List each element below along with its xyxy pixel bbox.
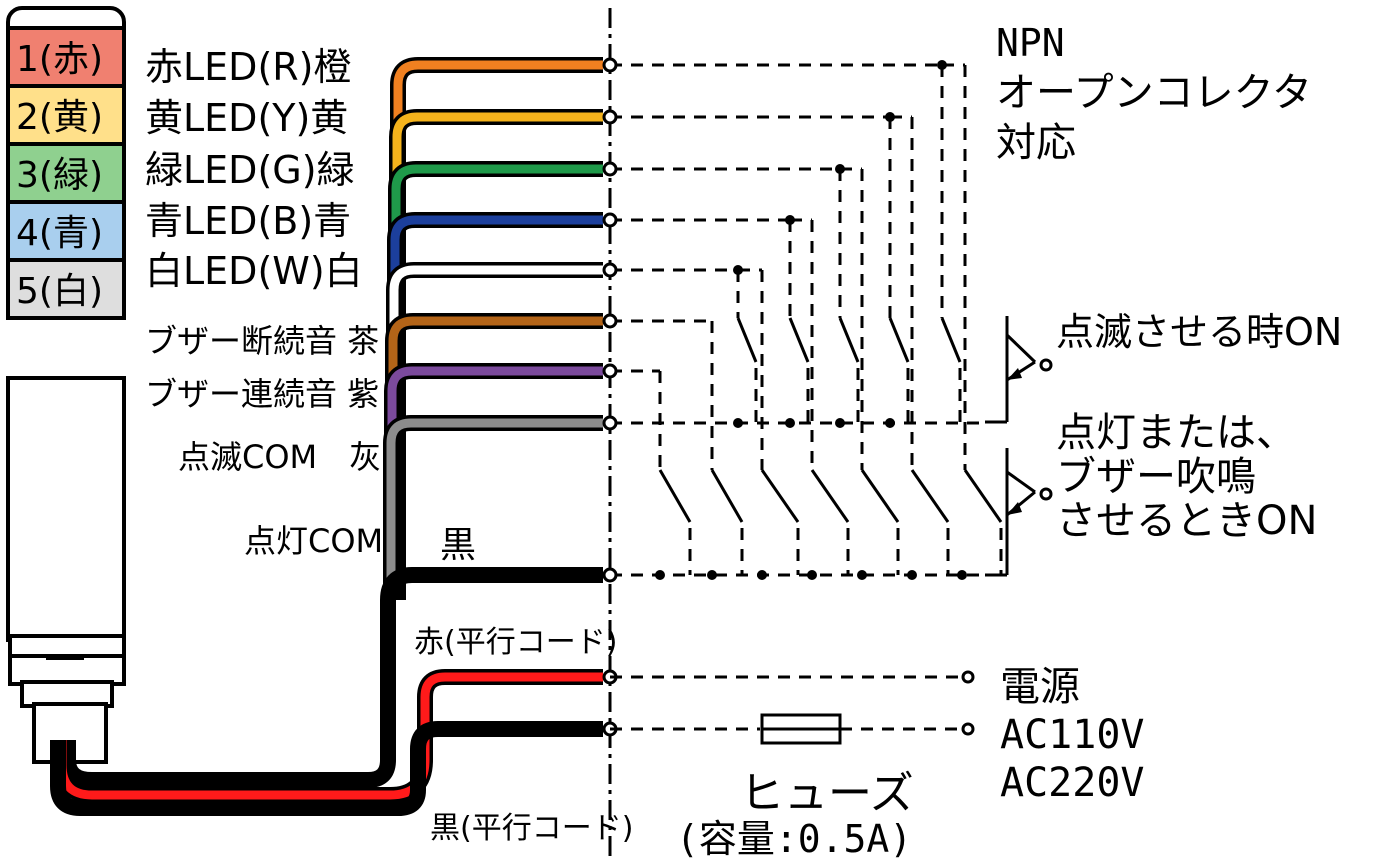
power-voltage-1: AC110V bbox=[1000, 712, 1145, 758]
signal-wire bbox=[390, 215, 603, 600]
tower-tier-5 bbox=[6, 258, 126, 320]
junction-dot bbox=[655, 570, 665, 580]
red-cord-label: 赤(平行コード) bbox=[414, 625, 617, 660]
tower-tier-2 bbox=[6, 84, 126, 146]
signal-tower: 1(赤) 2(黄) 3(緑) 4(青) 5(白) bbox=[6, 6, 126, 764]
transistor-steady-label-2: ブザー吹鳴 bbox=[1056, 454, 1256, 500]
terminal bbox=[602, 57, 618, 73]
wire-label: 黄LED(Y)黄 bbox=[145, 96, 348, 140]
tower-tier-label: 2(黄) bbox=[16, 97, 103, 138]
terminal bbox=[602, 262, 618, 278]
fuse-label: ヒューズ bbox=[740, 768, 914, 819]
signal-wire bbox=[389, 265, 603, 600]
signal-wire bbox=[388, 316, 603, 600]
black-cord-label: 黒(平行コード) bbox=[430, 811, 633, 846]
tower-tier-label: 4(青) bbox=[16, 213, 103, 254]
black-parallel-cord bbox=[50, 721, 603, 816]
signal-wire bbox=[391, 164, 603, 600]
wire-label: 点灯COM bbox=[244, 522, 383, 560]
junction-dot bbox=[757, 570, 767, 580]
terminal bbox=[602, 415, 618, 431]
terminal bbox=[602, 567, 618, 583]
npn-note-line-2: オープンコレクタ bbox=[996, 70, 1312, 116]
terminal bbox=[602, 212, 618, 228]
power-circuit bbox=[610, 670, 975, 745]
transistor-steady bbox=[985, 448, 1053, 577]
terminal bbox=[602, 161, 618, 177]
npn-note-line-1: NPN bbox=[996, 21, 1065, 65]
tower-tier-label: 5(白) bbox=[16, 271, 103, 312]
junction-dot bbox=[957, 570, 967, 580]
junction-dot bbox=[885, 418, 895, 428]
signal-wire bbox=[392, 112, 603, 600]
wire-label: 赤LED(R)橙 bbox=[145, 45, 352, 89]
transistor-flash-label: 点滅させる時ON bbox=[1056, 310, 1342, 354]
signal-wire bbox=[387, 366, 603, 600]
junction-dot bbox=[707, 570, 717, 580]
junction-dot bbox=[907, 570, 917, 580]
terminal bbox=[602, 363, 618, 379]
terminal bbox=[602, 313, 618, 329]
fuse-capacity: (容量:0.5A) bbox=[676, 817, 912, 861]
power-voltage-2: AC220V bbox=[1000, 760, 1145, 806]
junction-dot bbox=[857, 570, 867, 580]
wire-label: 青LED(B)青 bbox=[145, 199, 351, 243]
signal-wire bbox=[393, 60, 603, 600]
wire-label: ブザー連続音 紫 bbox=[145, 375, 379, 413]
black-wire-label: 黒 bbox=[440, 525, 476, 566]
power-label: 電源 bbox=[1000, 664, 1080, 710]
transistor-steady-label-1: 点灯または、 bbox=[1056, 410, 1296, 456]
transistor-steady-label-3: させるときON bbox=[1056, 498, 1317, 544]
signal-wire bbox=[386, 418, 603, 600]
junction-dot bbox=[785, 418, 795, 428]
junction-dot bbox=[835, 418, 845, 428]
npn-note: NPN オープンコレクタ 対応 bbox=[996, 21, 1312, 166]
tower-tier-label: 3(緑) bbox=[16, 155, 103, 196]
junction-dot bbox=[807, 570, 817, 580]
wire-label: 白LED(W)白 bbox=[145, 249, 363, 293]
black-com-wire bbox=[60, 567, 603, 788]
transistor-flash bbox=[985, 316, 1053, 424]
wire-label: ブザー断続音 茶 bbox=[145, 322, 379, 360]
npn-note-line-3: 対応 bbox=[996, 120, 1076, 166]
terminal bbox=[602, 109, 618, 125]
junction-dot bbox=[733, 418, 743, 428]
tower-tier-1 bbox=[6, 26, 126, 88]
wire-label: 点滅COM 灰 bbox=[178, 438, 381, 476]
wire-label: 緑LED(G)緑 bbox=[145, 148, 355, 192]
tower-tier-label: 1(赤) bbox=[16, 39, 103, 80]
tower-tier-3 bbox=[6, 142, 126, 204]
